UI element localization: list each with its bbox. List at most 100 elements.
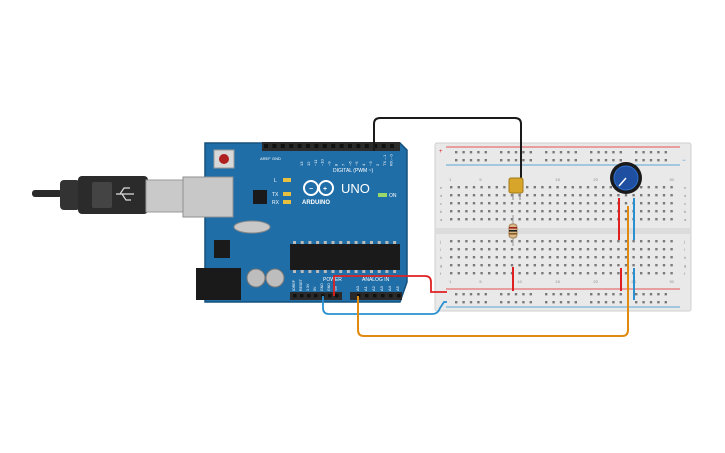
rail-hole[interactable]: [462, 293, 465, 296]
breadboard-hole[interactable]: [457, 218, 460, 221]
led-body[interactable]: [508, 177, 524, 194]
breadboard-hole[interactable]: [548, 210, 552, 213]
breadboard-hole[interactable]: [632, 240, 635, 243]
rail-hole[interactable]: [574, 159, 577, 162]
breadboard-hole[interactable]: [495, 194, 498, 197]
rail-hole[interactable]: [664, 293, 667, 296]
breadboard-hole[interactable]: [579, 210, 582, 213]
breadboard-hole[interactable]: [533, 186, 536, 189]
breadboard-hole[interactable]: [662, 256, 666, 259]
breadboard-hole[interactable]: [556, 272, 559, 275]
breadboard-hole[interactable]: [670, 210, 673, 213]
rail-hole[interactable]: [649, 159, 653, 162]
breadboard-hole[interactable]: [518, 240, 521, 243]
breadboard-hole[interactable]: [472, 272, 476, 275]
breadboard-hole[interactable]: [640, 248, 643, 251]
digital-pin-hole[interactable]: [314, 144, 319, 148]
breadboard-hole[interactable]: [465, 240, 468, 243]
breadboard-hole[interactable]: [640, 264, 643, 267]
breadboard-hole[interactable]: [655, 264, 658, 267]
breadboard-hole[interactable]: [526, 264, 529, 267]
breadboard-hole[interactable]: [503, 272, 506, 275]
breadboard-hole[interactable]: [624, 272, 628, 275]
breadboard-hole[interactable]: [670, 194, 673, 197]
breadboard-hole[interactable]: [457, 240, 460, 243]
breadboard-hole[interactable]: [510, 194, 514, 197]
breadboard-hole[interactable]: [510, 202, 514, 205]
rail-hole[interactable]: [500, 301, 503, 304]
breadboard-hole[interactable]: [632, 264, 635, 267]
breadboard-hole[interactable]: [450, 256, 453, 259]
breadboard-hole[interactable]: [670, 218, 673, 221]
rail-hole[interactable]: [545, 159, 548, 162]
rail-hole[interactable]: [507, 159, 510, 162]
power-pin-hole[interactable]: [300, 294, 304, 298]
breadboard-hole[interactable]: [655, 210, 658, 213]
breadboard-hole[interactable]: [594, 186, 597, 189]
rail-hole[interactable]: [469, 293, 473, 296]
wire-red-5v-rail[interactable]: [333, 275, 447, 296]
rail-hole[interactable]: [642, 293, 645, 296]
breadboard-hole[interactable]: [541, 256, 544, 259]
potentiometer[interactable]: [610, 162, 642, 194]
breadboard-hole[interactable]: [564, 272, 567, 275]
breadboard-hole[interactable]: [510, 218, 514, 221]
power-pin-hole[interactable]: [307, 294, 311, 298]
power-pin-hole[interactable]: [328, 294, 332, 298]
breadboard-hole[interactable]: [480, 272, 483, 275]
breadboard-hole[interactable]: [510, 240, 514, 243]
breadboard-hole[interactable]: [624, 264, 628, 267]
breadboard-hole[interactable]: [495, 186, 498, 189]
breadboard-hole[interactable]: [624, 194, 628, 197]
rail-hole[interactable]: [477, 151, 480, 154]
rail-hole[interactable]: [567, 159, 570, 162]
breadboard-hole[interactable]: [533, 256, 536, 259]
breadboard-hole[interactable]: [609, 186, 612, 189]
breadboard-hole[interactable]: [541, 194, 544, 197]
breadboard-hole[interactable]: [541, 264, 544, 267]
breadboard-hole[interactable]: [465, 256, 468, 259]
breadboard-hole[interactable]: [548, 256, 552, 259]
rail-hole[interactable]: [590, 301, 593, 304]
breadboard-hole[interactable]: [488, 272, 491, 275]
breadboard-hole[interactable]: [518, 256, 521, 259]
rail-hole[interactable]: [469, 151, 473, 154]
breadboard-hole[interactable]: [465, 218, 468, 221]
breadboard-hole[interactable]: [586, 272, 590, 275]
breadboard-hole[interactable]: [579, 186, 582, 189]
rail-hole[interactable]: [664, 301, 667, 304]
breadboard-hole[interactable]: [640, 256, 643, 259]
breadboard-hole[interactable]: [647, 218, 650, 221]
breadboard-hole[interactable]: [594, 240, 597, 243]
breadboard-hole[interactable]: [450, 194, 453, 197]
breadboard-hole[interactable]: [548, 240, 552, 243]
digital-pin-hole[interactable]: [297, 144, 302, 148]
breadboard-hole[interactable]: [647, 210, 650, 213]
breadboard-hole[interactable]: [488, 256, 491, 259]
rail-hole[interactable]: [559, 151, 563, 154]
breadboard-hole[interactable]: [450, 186, 453, 189]
breadboard-hole[interactable]: [480, 210, 483, 213]
breadboard-hole[interactable]: [586, 194, 590, 197]
breadboard-hole[interactable]: [472, 194, 476, 197]
rail-hole[interactable]: [552, 159, 555, 162]
breadboard-hole[interactable]: [450, 248, 453, 251]
analog-pin-hole[interactable]: [373, 294, 377, 298]
breadboard-hole[interactable]: [526, 194, 529, 197]
breadboard-hole[interactable]: [541, 218, 544, 221]
rail-hole[interactable]: [455, 301, 458, 304]
breadboard-hole[interactable]: [450, 218, 453, 221]
breadboard-hole[interactable]: [564, 248, 567, 251]
breadboard-hole[interactable]: [548, 272, 552, 275]
rail-hole[interactable]: [500, 293, 503, 296]
rail-hole[interactable]: [545, 151, 548, 154]
breadboard-hole[interactable]: [662, 210, 666, 213]
wire-black-pin13-led[interactable]: [373, 117, 522, 182]
breadboard-hole[interactable]: [609, 256, 612, 259]
reset-button-cap[interactable]: [219, 154, 229, 164]
digital-pin-hole[interactable]: [390, 144, 394, 148]
breadboard-hole[interactable]: [579, 202, 582, 205]
breadboard-hole[interactable]: [472, 248, 476, 251]
breadboard-hole[interactable]: [647, 256, 650, 259]
